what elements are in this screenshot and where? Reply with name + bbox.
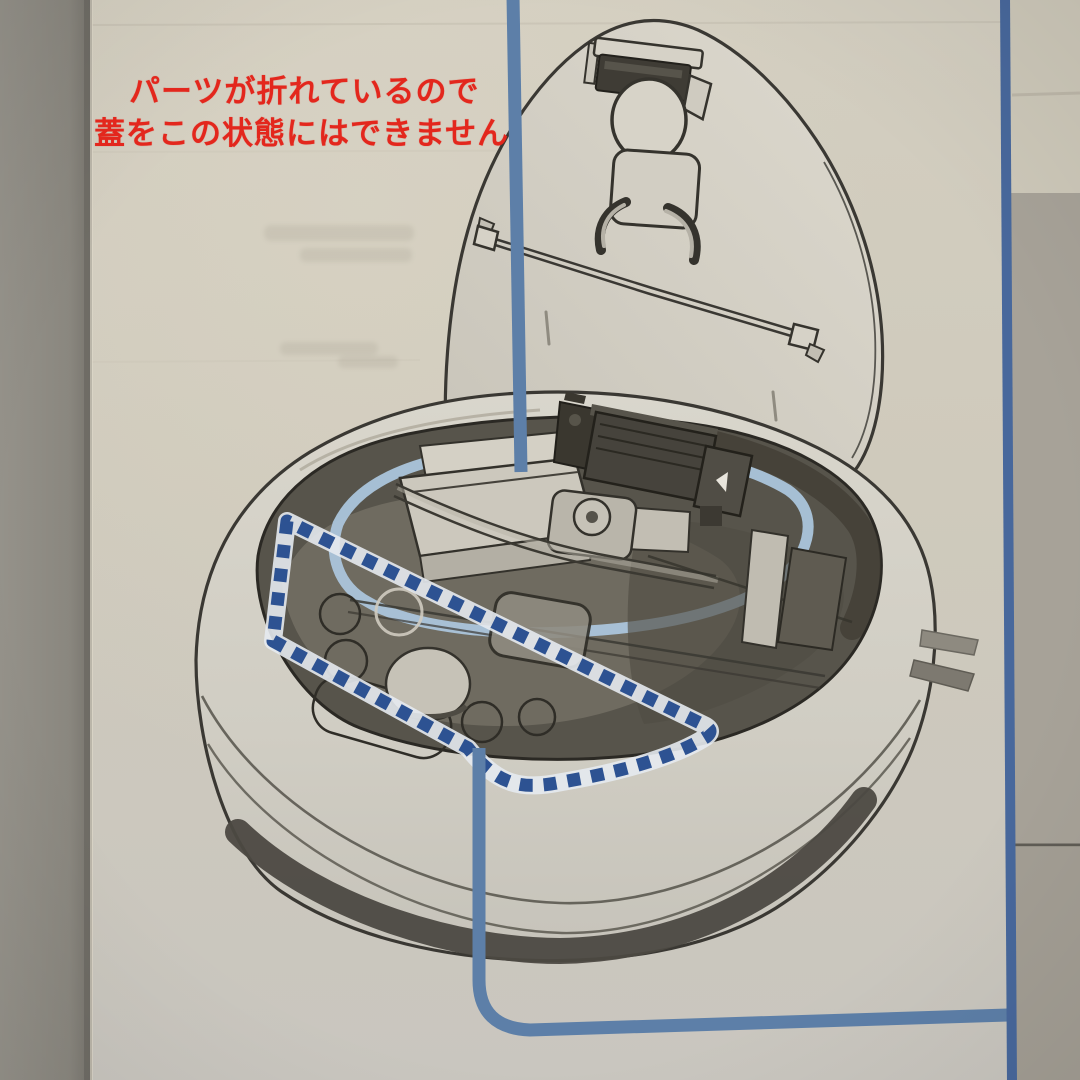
annotation-line-2: 蓋をこの状態にはできません: [94, 116, 510, 152]
annotation-line-1: パーツが折れているので: [129, 74, 480, 110]
